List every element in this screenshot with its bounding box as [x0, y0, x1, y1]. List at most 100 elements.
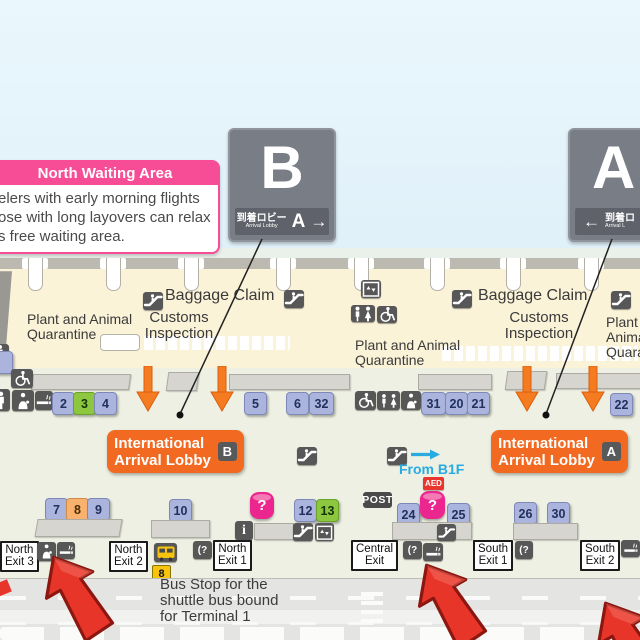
counter-bar — [229, 374, 350, 390]
baby-care-icon — [12, 390, 34, 411]
callout-line2: ose with long layovers can relax — [0, 209, 211, 226]
sign-b-destination: A — [291, 210, 306, 232]
baby-care-icon — [37, 542, 56, 561]
counter-bar — [513, 523, 578, 540]
callout-line1: elers with early morning flights — [0, 190, 200, 207]
customs-line2: Inspection — [144, 325, 214, 343]
gate-22: 22 — [610, 393, 633, 416]
wheelchair-icon — [355, 391, 376, 410]
elevator-icon — [361, 280, 381, 298]
lobby-b-badge: B — [217, 442, 237, 461]
exit-label: Exit 3 — [5, 555, 34, 568]
information-i-icon: i — [235, 521, 253, 540]
wheelchair-icon — [377, 306, 397, 323]
pillar — [106, 258, 121, 291]
escalator-icon — [611, 291, 631, 309]
exit-label: Exit 1 — [218, 554, 247, 567]
sign-b-letter: B — [260, 134, 304, 201]
smoking-area-icon — [423, 543, 443, 561]
quarantine-label-cut: Plant and Animal Quarantine — [606, 314, 640, 360]
escalator-icon — [437, 524, 456, 541]
baby-care-icon — [401, 391, 421, 410]
smoking-area-icon — [35, 391, 53, 410]
lobby-line2: Arrival Lobby — [114, 451, 211, 469]
question-mark: ? — [427, 496, 438, 514]
baggage-claim-label: Baggage Claim — [478, 287, 588, 304]
baggage-claim-label: Baggage Claim — [165, 287, 275, 304]
gate-30: 30 — [547, 502, 570, 525]
quarantine-line1: Plant and Animal — [27, 311, 133, 327]
counter-bar — [30, 374, 132, 390]
gate-4: 4 — [94, 392, 117, 415]
from-b1f-label: From B1F — [399, 461, 465, 477]
toilet-icon — [0, 389, 10, 411]
customs-line2: Inspection — [504, 325, 574, 343]
post-icon: POST — [362, 492, 393, 508]
sign-lobby-a: A ← 到着ロ Arrival L — [568, 128, 640, 242]
sign-a-strip: ← 到着ロ Arrival L — [575, 208, 640, 235]
gate-8: 8 — [66, 498, 89, 521]
orange-flow-arrow-icon — [136, 366, 160, 412]
escalator-icon — [297, 447, 317, 465]
terminal-wall — [0, 258, 640, 269]
bus-stop-marking — [361, 592, 383, 640]
bus-stop-line1: Bus Stop for the — [160, 576, 268, 593]
gate-32: 32 — [309, 392, 334, 415]
counter-bar — [392, 522, 472, 540]
exit-south-1: South Exit 1 — [473, 540, 514, 571]
toilet-icon — [377, 391, 400, 410]
pillar — [430, 258, 445, 291]
escalator-icon — [284, 290, 304, 308]
sign-lobby-b: B 到着ロビー Arrival Lobby A → — [228, 128, 336, 242]
counter-bar — [254, 523, 294, 540]
lobby-text: International Arrival Lobby — [114, 435, 211, 469]
lobby-line1: International — [498, 434, 589, 452]
callout-line3: s free waiting area. — [0, 228, 125, 245]
left-arrow-icon: ← — [583, 211, 600, 231]
information-phone-icon: (? — [193, 541, 212, 559]
escalator-icon — [293, 523, 313, 541]
exit-label: Central — [356, 543, 394, 555]
customs-inspection-label: Customs Inspection — [140, 309, 218, 343]
sign-a-jp: 到着ロ — [605, 212, 635, 224]
counter-bar — [151, 520, 210, 538]
callout-body: elers with early morning flights ose wit… — [0, 185, 218, 252]
bus-stop-caption: Bus Stop for the shuttle bus bound for T… — [160, 577, 278, 625]
international-arrival-lobby-b: International Arrival Lobby B — [107, 430, 244, 473]
bus-icon — [154, 543, 177, 562]
bus-stop-line2: shuttle bus bound — [160, 592, 279, 609]
counter-box — [165, 372, 200, 391]
gate-cut — [0, 351, 13, 374]
information-counter-icon: ? — [420, 491, 445, 519]
sign-a-letter: A — [592, 134, 636, 201]
quarantine-line1: Plant and Animal — [606, 314, 640, 346]
customs-line1: Customs — [509, 309, 569, 326]
exit-central: Central Exit — [351, 540, 399, 571]
orange-flow-arrow-icon — [515, 366, 539, 412]
gate-6: 6 — [286, 392, 309, 415]
lobby-line1: International — [114, 434, 205, 452]
international-arrival-lobby-a: International Arrival Lobby A — [491, 430, 628, 473]
sign-b-jp: 到着ロビー — [236, 212, 287, 224]
gate-5: 5 — [244, 392, 267, 415]
exit-label: Exit 2 — [114, 555, 143, 568]
gate-10: 10 — [169, 499, 192, 522]
sign-a-en: Arrival L — [605, 222, 626, 229]
counter-bar — [34, 519, 123, 537]
gate-26: 26 — [514, 502, 537, 525]
smoking-area-icon — [621, 540, 640, 557]
exit-north-2: North Exit 2 — [109, 541, 148, 572]
lane-marking — [0, 596, 640, 600]
gate-13: 13 — [316, 499, 339, 522]
counter-wide — [100, 334, 140, 351]
gate-2: 2 — [52, 392, 75, 415]
quarantine-label: Plant and Animal Quarantine — [27, 311, 133, 342]
gate-20: 20 — [445, 392, 468, 415]
lane-marking — [0, 622, 640, 625]
wheelchair-icon — [11, 369, 33, 388]
gate-25: 25 — [447, 503, 470, 526]
road-band — [0, 610, 640, 624]
callout-title: North Waiting Area — [0, 162, 218, 185]
gate-21: 21 — [467, 392, 490, 415]
